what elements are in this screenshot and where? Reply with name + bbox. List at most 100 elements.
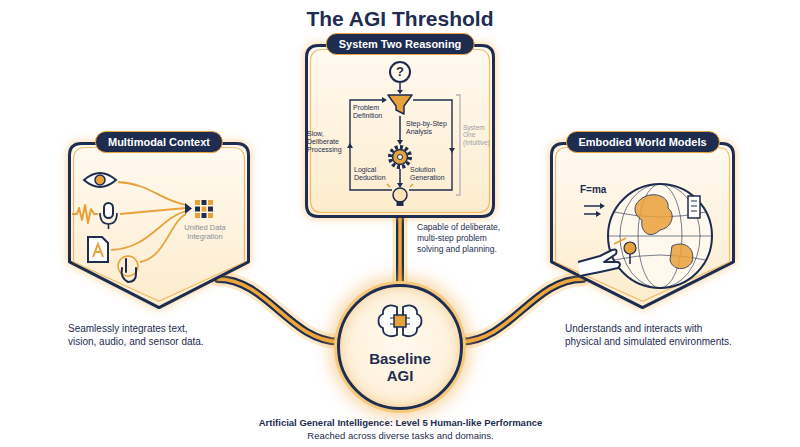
interaction-arrow	[614, 238, 626, 244]
hub-label: Baseline AGI	[358, 350, 442, 384]
panel-heading: System Two Reasoning	[326, 33, 475, 55]
force-arrow-head	[596, 211, 601, 217]
question-circle	[390, 62, 410, 82]
track-connector	[461, 279, 583, 342]
grid-cell	[208, 213, 213, 218]
globe-parallel	[608, 212, 712, 260]
intuition-bracket	[456, 95, 460, 195]
flow-arrow-head	[397, 140, 403, 145]
track-outline	[461, 279, 583, 342]
brain-lobe	[403, 305, 422, 336]
flow-line	[140, 214, 186, 262]
panel-description: Capable of deliberate, multi-step proble…	[417, 222, 505, 255]
panel-border	[70, 144, 249, 308]
flow-arrow-head	[185, 203, 192, 214]
track-glow	[461, 279, 583, 342]
panel-inner-glow	[556, 148, 730, 302]
data-grid-icon	[195, 200, 213, 218]
funnel-icon	[388, 95, 412, 114]
grid-cell	[195, 200, 200, 205]
tree-trunk	[629, 254, 631, 264]
track-connector	[400, 218, 401, 286]
bulb-glass	[393, 188, 407, 202]
touch-icon	[118, 256, 138, 282]
eye-pupil	[95, 175, 105, 185]
track-connector	[218, 279, 339, 342]
flow-arrow-head	[397, 183, 403, 188]
pointing-hand	[122, 259, 136, 282]
track-core	[398, 218, 402, 286]
globe-illustration	[578, 184, 712, 288]
gear-teeth	[390, 147, 410, 167]
flow-arrow	[399, 169, 401, 184]
continent	[635, 195, 672, 235]
audio-icon	[72, 203, 117, 229]
grid-cell	[208, 207, 213, 212]
eye-icon	[84, 173, 116, 187]
diagram-title: The AGI Threshold	[0, 6, 800, 32]
sound-wave	[72, 205, 98, 223]
track-glow	[218, 279, 339, 342]
chip-core	[394, 315, 406, 327]
panel-inner-glow	[74, 148, 245, 302]
flow-line	[120, 208, 186, 214]
building	[688, 196, 700, 218]
globe-meridian	[638, 184, 682, 288]
touch-ring	[118, 256, 138, 276]
grid-cell	[202, 207, 207, 212]
flow-line	[118, 182, 186, 205]
document-glyph	[93, 244, 103, 257]
grid-cell	[202, 213, 207, 218]
eye-outline	[84, 173, 116, 187]
continent	[670, 244, 693, 269]
track-outline	[218, 279, 339, 342]
flow-arrow	[399, 83, 401, 91]
grid-cell	[195, 207, 200, 212]
building-windows	[691, 201, 697, 211]
robot-hand	[578, 250, 620, 277]
flow-arrow-head	[397, 90, 403, 94]
panel-outline	[305, 44, 495, 218]
integration-arrows	[111, 182, 192, 262]
diagram-caption: Artificial General Intelligence: Level 5…	[248, 416, 553, 442]
tree-crown	[624, 242, 636, 254]
grid-cell	[202, 200, 207, 205]
bulb-rays	[387, 184, 413, 187]
microphone-body	[104, 203, 113, 218]
force-arrow	[584, 206, 601, 214]
document-icon	[88, 237, 108, 262]
track-glow	[393, 218, 408, 286]
panel-border	[307, 46, 494, 217]
gear-body	[393, 150, 408, 165]
panel-border	[552, 144, 734, 308]
reasoning-flowchart	[347, 62, 460, 206]
globe-body	[608, 184, 712, 288]
panel-outline	[68, 142, 250, 310]
loop-line	[409, 100, 452, 190]
panel-outline	[550, 142, 735, 310]
brain-chip-icon	[379, 305, 422, 336]
microphone-stand	[100, 213, 117, 229]
loop-arrow-head	[382, 97, 387, 103]
flow-arrow	[399, 116, 401, 141]
track-core	[461, 279, 583, 342]
panel-heading: Multimodal Context	[95, 131, 223, 153]
input-panel: Multimodal ContextSeamlessly integrates …	[68, 142, 250, 310]
loop-line	[350, 100, 392, 190]
flow-line	[111, 211, 186, 250]
panel-description: Seamlessly integrates text, vision, audi…	[68, 322, 208, 348]
panel-description: Understands and interacts with physical …	[565, 322, 737, 348]
track-outline	[396, 218, 404, 286]
gear-hub	[398, 155, 403, 160]
grid-cell	[195, 213, 200, 218]
track-core	[218, 279, 339, 342]
chip-pins	[390, 311, 410, 331]
document-sheet	[88, 237, 108, 262]
hub-circle: Baseline AGI	[337, 284, 463, 410]
panel-inner-glow	[311, 50, 490, 213]
globe-meridian	[620, 184, 700, 288]
brain-lobe	[379, 305, 398, 336]
loop-arrow-head	[347, 143, 353, 148]
